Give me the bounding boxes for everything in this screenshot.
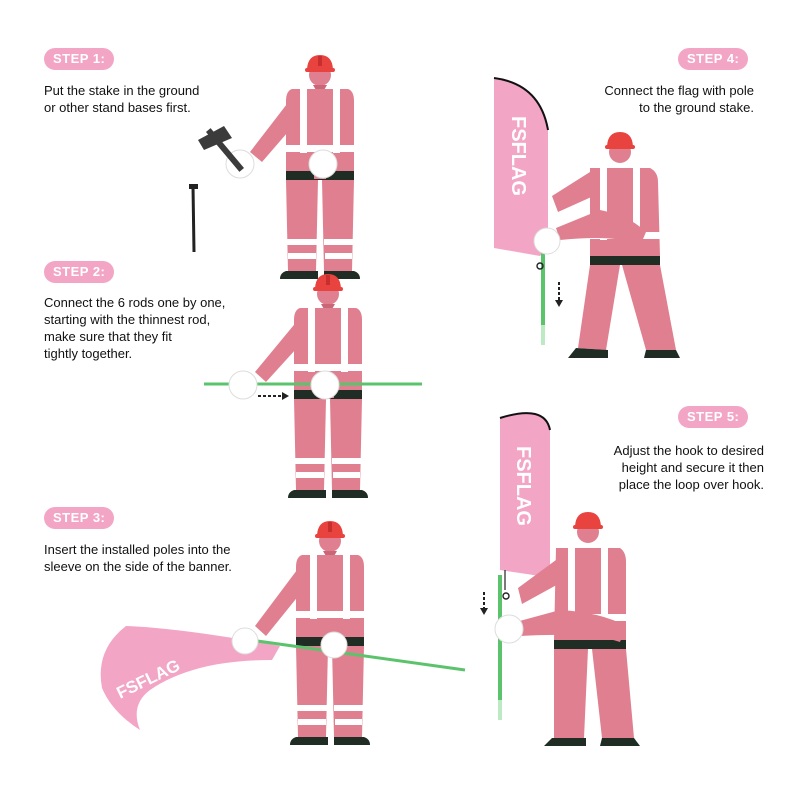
step-5-hook-icon [502, 592, 510, 600]
step-1-text: Put the stake in the ground or other sta… [44, 82, 199, 116]
step-3-line-1: Insert the installed poles into the [44, 542, 231, 557]
step-4-illustration: FSFLAG [493, 77, 680, 358]
step-5-badge: STEP 5: [678, 406, 749, 428]
hook-icon [536, 262, 544, 270]
step-5-line-3: place the loop over hook. [618, 477, 764, 492]
step-1-illustration [189, 55, 360, 279]
step-1-line-1: Put the stake in the ground [44, 83, 200, 98]
step-2-illustration [204, 274, 422, 498]
step-1-badge: STEP 1: [44, 48, 115, 70]
step-5-text: Adjust the hook to desired height and se… [614, 442, 764, 493]
step-2-line-3: make sure that they fit [44, 329, 172, 344]
step-5-arrow-down-icon [480, 592, 488, 615]
step-5-illustration: FSFLAG [480, 412, 640, 746]
step-1-line-2: or other stand bases first. [44, 100, 191, 115]
step-2-line-2: starting with the thinnest rod, [44, 312, 211, 327]
step-4-flag-brand: FSFLAG [507, 116, 529, 196]
ground-stake-icon [189, 184, 198, 253]
step-4-badge: STEP 4: [678, 48, 749, 70]
step-3-text: Insert the installed poles into the slee… [44, 541, 232, 575]
step-5-line-2: height and secure it then [621, 460, 764, 475]
step-5-flag-brand: FSFLAG [512, 446, 534, 526]
step-5-line-1: Adjust the hook to desired [613, 443, 764, 458]
step-4-line-2: to the ground stake. [639, 100, 754, 115]
step-2-line-4: tightly together. [44, 346, 133, 361]
step-3-line-2: sleeve on the side of the banner. [44, 559, 232, 574]
step-4-line-1: Connect the flag with pole [604, 83, 754, 98]
step-2-line-1: Connect the 6 rods one by one, [44, 295, 226, 310]
step-3-illustration: FSFLAG [100, 521, 466, 745]
step-3-badge: STEP 3: [44, 507, 115, 529]
step-2-badge: STEP 2: [44, 261, 115, 283]
arrow-down-icon [555, 282, 563, 307]
step-2-text: Connect the 6 rods one by one, starting … [44, 294, 225, 362]
step-4-text: Connect the flag with pole to the ground… [604, 82, 754, 116]
hammer-icon [198, 126, 245, 172]
arrow-right-icon [258, 392, 289, 400]
